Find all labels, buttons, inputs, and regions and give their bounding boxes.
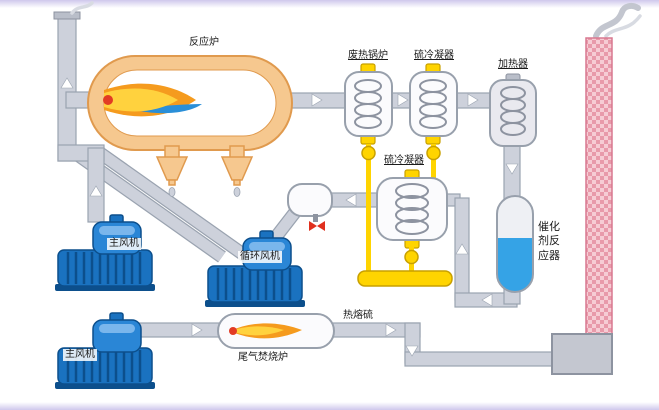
heater[interactable] <box>489 73 537 147</box>
smoke-icon <box>604 14 642 38</box>
label-main-blower-top: 主风机 <box>107 238 141 250</box>
drop-icon <box>233 187 241 197</box>
furnace-hopper <box>220 145 254 197</box>
drain-valve[interactable] <box>404 249 419 265</box>
waste-heat-boiler[interactable] <box>344 63 393 145</box>
sulfur-drain-system[interactable] <box>361 144 441 276</box>
pipe-blower-riser <box>87 147 105 223</box>
coil-icon <box>500 86 526 136</box>
flame-icon <box>103 83 202 117</box>
coil-icon <box>395 183 429 235</box>
bottom-border-band <box>0 402 659 410</box>
label-circulation-fan: 循环风机 <box>238 251 282 263</box>
flow-arrow-left <box>345 193 357 207</box>
top-border-band <box>0 0 659 8</box>
sulfur-header <box>357 270 453 287</box>
reaction-furnace[interactable] <box>87 55 293 197</box>
sulfur-drain-system-lower[interactable] <box>357 246 453 287</box>
label-tail-gas-incinerator: 尾气焚烧炉 <box>238 352 288 363</box>
smoke-icon <box>593 2 641 39</box>
label-catalyst-reactor: 催化剂反应器 <box>538 221 560 262</box>
pipe-diagonal-b <box>96 148 251 262</box>
label-hot-molten-sulfur: 热熔硫 <box>341 310 375 322</box>
drop-icon <box>168 187 176 197</box>
flame-icon <box>229 323 302 339</box>
furnace-hopper <box>155 145 189 197</box>
drain-valve[interactable] <box>426 145 441 161</box>
flow-arrow-right <box>385 323 397 337</box>
coil-icon <box>419 79 447 129</box>
flow-arrow-down <box>505 163 519 175</box>
drain-valve[interactable] <box>361 145 376 161</box>
flow-arrow-up <box>89 185 103 197</box>
label-waste-heat-boiler: 废热锅炉 <box>348 50 388 61</box>
label-main-blower-bottom: 主风机 <box>63 349 97 361</box>
flow-arrow-up <box>455 243 469 255</box>
flow-arrow-left <box>481 293 493 307</box>
coil-icon <box>354 79 382 129</box>
label-sulfur-condenser-top: 硫冷凝器 <box>414 50 454 61</box>
pipe-opening <box>53 11 81 20</box>
label-reaction-furnace: 反应炉 <box>189 37 219 48</box>
flow-arrow-right <box>467 93 479 107</box>
main-blower-top[interactable] <box>53 213 157 293</box>
smoke-icon <box>70 1 94 15</box>
flow-arrow-right <box>397 93 409 107</box>
sulfur-condenser-mid[interactable] <box>376 169 448 249</box>
pipe-to-sulfur-pit <box>404 351 556 367</box>
flow-arrow-down <box>405 345 419 357</box>
flow-arrow-up <box>60 77 74 89</box>
label-sulfur-condenser-mid: 硫冷凝器 <box>382 155 426 167</box>
sulfur-pit-box <box>551 333 613 375</box>
sulfur-condenser-top[interactable] <box>409 63 458 145</box>
pipe-blower-to-incinerator <box>134 322 226 338</box>
flow-arrows <box>60 77 519 357</box>
pipe-air-riser <box>57 15 77 162</box>
tail-gas-incinerator[interactable] <box>217 313 335 349</box>
label-heater: 加热器 <box>498 59 528 70</box>
liquid-level <box>497 238 533 292</box>
flow-arrow-right <box>191 323 203 337</box>
flow-arrow-right <box>311 93 323 107</box>
knockout-drum[interactable] <box>287 183 333 231</box>
red-valve-icon[interactable] <box>309 221 325 231</box>
exhaust-stack <box>585 2 642 345</box>
catalyst-reactor[interactable] <box>496 195 534 293</box>
